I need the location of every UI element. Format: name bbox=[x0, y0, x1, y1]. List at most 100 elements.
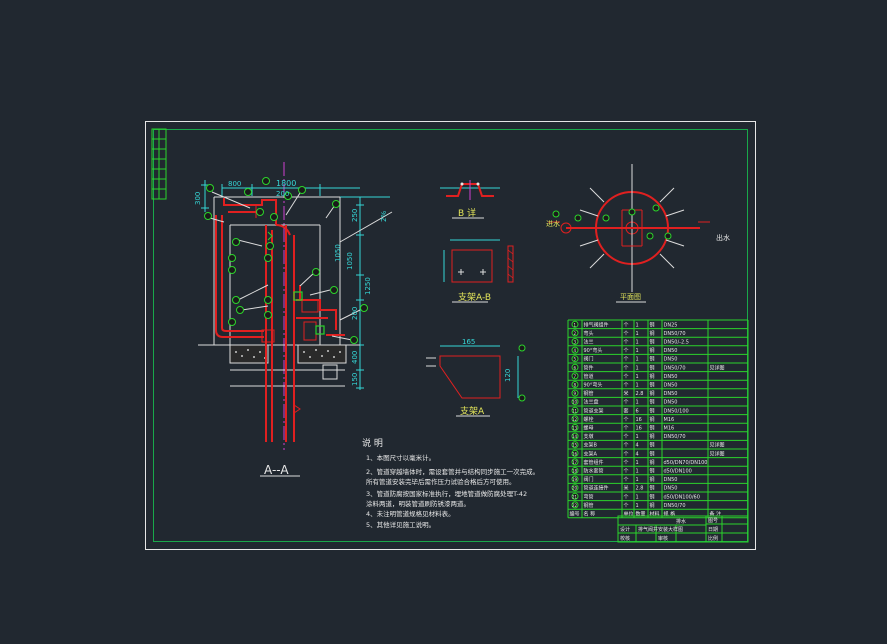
tb-project: 排水 bbox=[676, 518, 686, 525]
table-cell-qty: 1 bbox=[636, 503, 639, 509]
table-cell-spec: DN50 bbox=[664, 477, 678, 483]
section-label: A--A bbox=[264, 463, 289, 477]
table-row-balloon bbox=[571, 484, 579, 492]
table-cell-name: 支架A bbox=[584, 450, 598, 457]
table-cell-no: 1 bbox=[574, 322, 577, 327]
table-cell-name: 支架B bbox=[584, 442, 598, 449]
support-a-label: 支架A bbox=[460, 405, 485, 417]
table-cell-spec: M16 bbox=[664, 417, 675, 423]
table-cell-name: 90°弯头 bbox=[584, 347, 603, 354]
table-cell-spec: DN50/70 bbox=[664, 434, 686, 440]
table-cell-no: 13 bbox=[572, 426, 578, 431]
table-cell-no: 12 bbox=[572, 417, 578, 422]
table-cell-spec: DN50 bbox=[664, 391, 678, 397]
plan-label: 平面图 bbox=[620, 293, 641, 301]
table-cell-mat: 钢 bbox=[650, 450, 655, 457]
table-cell-mat: 钢 bbox=[650, 485, 655, 492]
table-header-qty: 数量 bbox=[636, 511, 646, 518]
table-cell-spec: DN50 bbox=[664, 400, 678, 406]
table-cell-spec: DN50/70 bbox=[664, 365, 686, 371]
table-cell-no: 20 bbox=[572, 486, 578, 491]
table-cell-name: 管件 bbox=[584, 364, 594, 371]
table-cell-no: 14 bbox=[572, 434, 578, 439]
table-cell-unit: 个 bbox=[624, 434, 629, 440]
table-cell-unit: 个 bbox=[624, 365, 629, 371]
dim-800: 800 bbox=[228, 180, 241, 188]
table-cell-spec: DN25 bbox=[664, 322, 678, 328]
table-cell-no: 7 bbox=[574, 374, 577, 379]
dim-400: 400 bbox=[351, 351, 359, 364]
table-cell-spec: M16 bbox=[664, 426, 675, 432]
table-cell-name: 弯头 bbox=[584, 330, 594, 337]
tb-drawing-no: 图号 bbox=[708, 518, 718, 524]
table-cell-no: 3 bbox=[574, 340, 577, 345]
dim-1800: 1800 bbox=[276, 179, 296, 188]
table-cell-qty: 1 bbox=[636, 340, 639, 346]
table-row-balloon bbox=[571, 372, 579, 380]
table-row-balloon bbox=[571, 458, 579, 466]
tb-scale: 比例 bbox=[708, 535, 718, 542]
table-cell-unit: 个 bbox=[624, 494, 629, 500]
table-cell-name: 管道 bbox=[584, 373, 594, 380]
table-cell-unit: 米 bbox=[624, 390, 629, 397]
table-cell-qty: 1 bbox=[636, 357, 639, 363]
table-cell-name: 法兰 bbox=[584, 339, 594, 346]
table-cell-mat: 钢 bbox=[650, 502, 655, 509]
table-row-balloon bbox=[571, 415, 579, 423]
table-cell-no: 8 bbox=[574, 383, 577, 388]
table-cell-mat: 钢 bbox=[650, 330, 655, 337]
table-cell-note: 见详图 bbox=[710, 450, 725, 457]
table-cell-spec: DN50 bbox=[664, 348, 678, 354]
notes-title: 说 明 bbox=[362, 437, 383, 449]
table-cell-spec: DN50 bbox=[664, 357, 678, 363]
table-cell-unit: 套 bbox=[624, 407, 629, 414]
table-cell-name: 螺母 bbox=[584, 425, 594, 432]
table-cell-qty: 16 bbox=[636, 426, 642, 432]
table-cell-qty: 1 bbox=[636, 434, 639, 440]
dim-200: 200 bbox=[276, 190, 289, 198]
table-cell-mat: 钢 bbox=[650, 433, 655, 440]
table-cell-qty: 1 bbox=[636, 348, 639, 354]
table-cell-qty: 2.8 bbox=[636, 391, 644, 397]
detail-b: B 详 bbox=[440, 180, 500, 219]
table-cell-qty: 1 bbox=[636, 365, 639, 371]
table-cell-name: 管道支架 bbox=[584, 407, 604, 414]
dim-150: 150 bbox=[351, 373, 359, 386]
table-header-name: 名 称 bbox=[584, 511, 596, 518]
table-cell-qty: 1 bbox=[636, 331, 639, 337]
table-cell-no: 17 bbox=[572, 460, 578, 465]
table-cell-name: 螺栓 bbox=[584, 416, 594, 423]
table-cell-mat: 钢 bbox=[650, 356, 655, 363]
table-cell-spec: d50/DN70/DN100 bbox=[664, 460, 708, 466]
table-cell-note: 见详图 bbox=[710, 364, 725, 371]
table-cell-unit: 个 bbox=[624, 340, 629, 346]
table-cell-mat: 钢 bbox=[650, 476, 655, 483]
table-row-balloon bbox=[571, 501, 579, 509]
table-cell-spec: d50/DN100/60 bbox=[664, 494, 700, 500]
table-cell-name: 支墩 bbox=[584, 433, 594, 440]
table-cell-qty: 2.8 bbox=[636, 486, 644, 492]
table-row-balloon bbox=[571, 492, 579, 500]
table-row-balloon bbox=[571, 432, 579, 440]
dim-slope: 2% bbox=[380, 211, 388, 222]
table-cell-spec: DN50/70 bbox=[664, 503, 686, 509]
callout-balloons bbox=[204, 177, 368, 344]
table-cell-name: 排气阀组件 bbox=[584, 321, 609, 328]
table-cell-unit: 个 bbox=[624, 417, 629, 423]
table-row-balloon bbox=[571, 441, 579, 449]
dim-200b: 200 bbox=[351, 307, 359, 320]
table-cell-unit: 个 bbox=[624, 400, 629, 406]
plan-inflow-label: 进水 bbox=[546, 219, 560, 228]
note-3b: 涂料两道，明装管道刷防锈漆两道。 bbox=[366, 499, 470, 508]
table-cell-no: 4 bbox=[574, 348, 577, 353]
table-cell-spec: DN50/70 bbox=[664, 331, 686, 337]
table-cell-spec: d50/DN100 bbox=[664, 469, 692, 475]
table-cell-name: 阀门 bbox=[584, 476, 594, 483]
table-cell-name: 90°弯头 bbox=[584, 382, 603, 389]
tb-check: 校核 bbox=[620, 535, 630, 542]
tb-date: 日期 bbox=[708, 527, 718, 533]
table-row-balloon bbox=[571, 363, 579, 371]
table-cell-qty: 1 bbox=[636, 460, 639, 466]
dim-120: 120 bbox=[504, 369, 512, 382]
table-cell-no: 19 bbox=[572, 477, 578, 482]
